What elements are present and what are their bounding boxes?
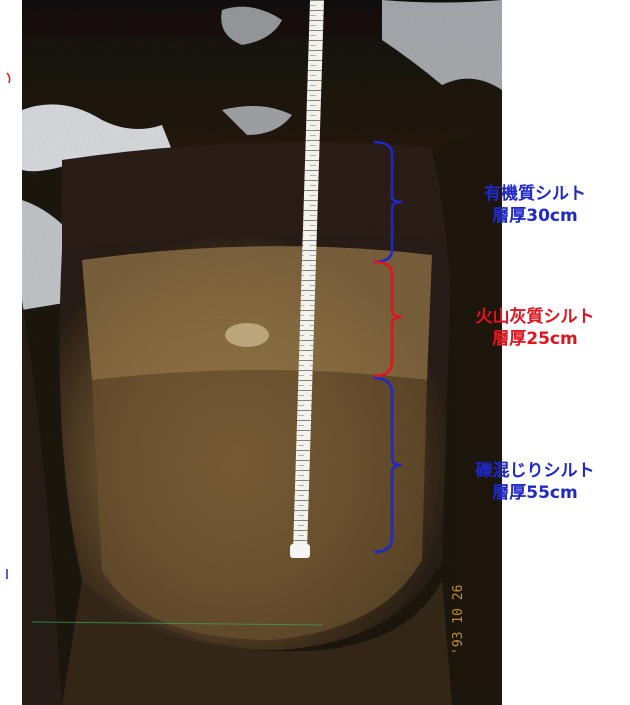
left-mark-top — [6, 70, 12, 84]
soil-photo-content — [22, 0, 502, 705]
layer-label-gravel-silt: 礫混じりシルト 層厚55cm — [440, 460, 630, 504]
layer-name: 礫混じりシルト — [475, 461, 595, 481]
bracket-volcanic-silt — [373, 260, 403, 378]
layer-thickness: 層厚30cm — [492, 206, 578, 226]
bracket-gravel-silt — [373, 376, 403, 554]
layer-name: 有機質シルト — [484, 184, 586, 204]
bracket-organic-silt — [373, 140, 403, 264]
measuring-staff — [290, 0, 324, 558]
layer-thickness: 層厚55cm — [492, 483, 578, 503]
layer-label-organic-silt: 有機質シルト 層厚30cm — [440, 183, 630, 227]
layer-name: 火山灰質シルト — [475, 307, 595, 327]
date-stamp: '93 10 26 — [451, 585, 466, 655]
layer-thickness: 層厚25cm — [492, 329, 578, 349]
soil-profile-photo: '93 10 26 — [22, 0, 502, 705]
left-mark-bottom — [4, 566, 10, 580]
layer-label-volcanic-silt: 火山灰質シルト 層厚25cm — [440, 306, 630, 350]
